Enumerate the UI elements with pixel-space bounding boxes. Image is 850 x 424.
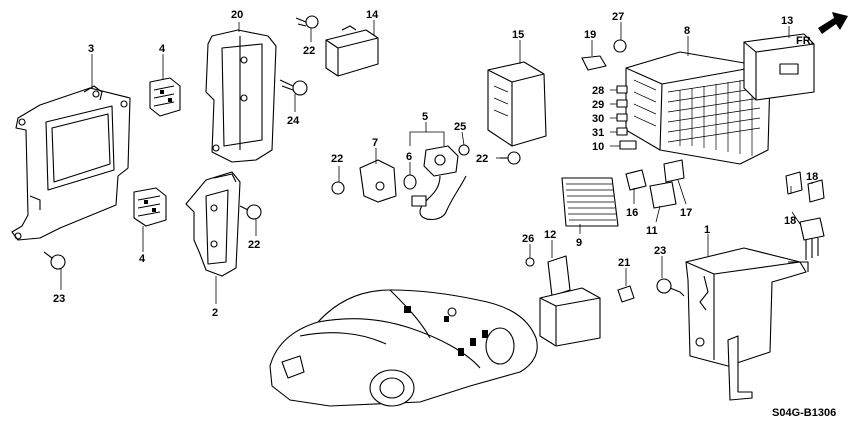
bolt-24 <box>279 79 308 96</box>
callout-labels: 1 2 3 4 4 5 6 7 8 9 10 11 12 13 14 15 16… <box>53 9 836 419</box>
callout-10: 10 <box>592 141 604 153</box>
callout-14: 14 <box>366 9 379 21</box>
callout-13: 13 <box>781 15 793 27</box>
callout-1: 1 <box>704 224 710 236</box>
callout-18-b: 18 <box>784 215 796 227</box>
callout-31: 31 <box>592 127 604 139</box>
part-16-relay <box>625 169 647 191</box>
part-18-relay-b <box>807 179 825 203</box>
callout-16: 16 <box>626 207 638 219</box>
part-21-clip <box>617 285 635 303</box>
callout-2: 2 <box>212 307 218 319</box>
callout-3: 3 <box>88 43 94 55</box>
part-13-unit <box>743 33 815 101</box>
callout-6: 6 <box>406 151 412 163</box>
part-27-clip <box>613 39 627 53</box>
callout-18-a: 18 <box>806 171 818 183</box>
leader-lines <box>60 20 813 304</box>
part-20-bracket <box>205 29 277 163</box>
callout-22-top: 22 <box>303 45 315 57</box>
bolt-25 <box>458 144 470 156</box>
part-18-connector <box>799 217 825 260</box>
part-8-fuse-box <box>625 51 771 165</box>
callout-15: 15 <box>512 29 524 41</box>
part-5-sensor <box>411 145 467 221</box>
callout-24: 24 <box>287 115 300 127</box>
callout-22-sensor: 22 <box>331 153 343 165</box>
front-direction-arrow <box>818 12 848 34</box>
fuses-28-31 <box>616 85 637 150</box>
callout-22-mid-left: 22 <box>248 239 260 251</box>
car-silhouette <box>269 289 538 407</box>
bolt-22-sensor <box>331 181 345 195</box>
callout-29: 29 <box>592 99 604 111</box>
part-12-relay <box>539 255 601 347</box>
part-14-relay <box>325 25 379 77</box>
callout-4-lower: 4 <box>139 253 146 265</box>
part-17-relay <box>663 159 685 183</box>
bolt-23-right <box>656 278 685 297</box>
part-9-label <box>561 177 619 227</box>
part-4-connector-lower <box>133 187 167 227</box>
callout-21: 21 <box>618 257 630 269</box>
callout-17: 17 <box>680 207 692 219</box>
part-4-connector-upper <box>149 77 181 117</box>
callout-8: 8 <box>684 25 690 37</box>
part-18-relay-a <box>785 171 803 195</box>
part-6-grommet <box>403 174 417 190</box>
bolt-23-left <box>43 251 66 270</box>
direction-label: FR. <box>796 35 814 47</box>
callout-12: 12 <box>544 229 556 241</box>
part-7-bracket <box>359 159 397 203</box>
callout-23-right: 23 <box>654 245 666 257</box>
callout-27: 27 <box>612 11 624 23</box>
part-19-clip <box>581 55 607 71</box>
callout-4-upper: 4 <box>159 43 166 55</box>
part-1-control-unit <box>685 247 809 401</box>
callout-9: 9 <box>576 237 582 249</box>
part-2-bracket <box>185 171 241 277</box>
callout-20: 20 <box>231 9 243 21</box>
callout-30: 30 <box>592 113 604 125</box>
part-11-relay <box>649 181 677 209</box>
callout-25: 25 <box>454 121 466 133</box>
bolt-26 <box>525 257 535 267</box>
callout-26: 26 <box>522 233 534 245</box>
callout-11: 11 <box>646 225 658 237</box>
callout-23-left: 23 <box>53 293 65 305</box>
callout-7: 7 <box>372 137 378 149</box>
callout-28: 28 <box>592 85 604 97</box>
part-3-ecu-bracket <box>11 85 131 241</box>
part-15-module <box>487 61 547 147</box>
callout-22-center: 22 <box>476 153 488 165</box>
callout-5: 5 <box>422 111 428 123</box>
bolt-22-mid-left <box>239 204 262 220</box>
bolt-22-top <box>295 15 319 29</box>
diagram-code: S04G-B1306 <box>772 407 836 419</box>
callout-19: 19 <box>584 29 596 41</box>
